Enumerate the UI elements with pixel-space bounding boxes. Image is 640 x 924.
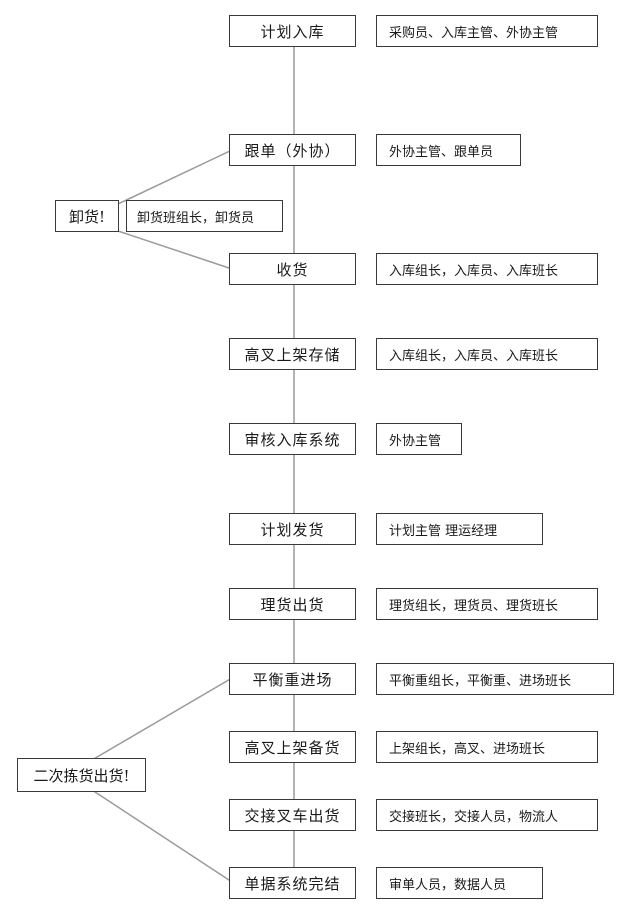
step-high-forklift-storage: 高叉上架存储 [229, 338, 356, 370]
step-receive-goods: 收货 [229, 253, 356, 285]
roles-audit-inbound-system: 外协主管 [376, 423, 462, 455]
branch-line-pick-to-documents [91, 789, 233, 883]
step-follow-order: 跟单（外协） [229, 134, 356, 166]
step-tally-shipment: 理货出货 [229, 588, 356, 620]
roles-plan-inbound: 采购员、入库主管、外协主管 [376, 15, 598, 47]
step-plan-shipment: 计划发货 [229, 513, 356, 545]
step-documents-system-complete: 单据系统完结 [229, 867, 356, 899]
step-counterbalance-entry: 平衡重进场 [229, 663, 356, 695]
branch-line-unload-to-receive [117, 230, 233, 270]
roles-documents-system-complete: 审单人员，数据人员 [376, 867, 543, 899]
step-high-forklift-stocking: 高叉上架备货 [229, 731, 356, 763]
roles-plan-shipment: 计划主管 理运经理 [376, 513, 543, 545]
roles-tally-shipment: 理货组长，理货员、理货班长 [376, 588, 598, 620]
branch-unloading: 卸货! [55, 200, 119, 232]
roles-high-forklift-storage: 入库组长，入库员、入库班长 [376, 338, 598, 370]
step-audit-inbound-system: 审核入库系统 [229, 423, 356, 455]
branch-line-unload-to-follow [117, 149, 233, 205]
branch-second-picking: 二次拣货出货! [17, 758, 146, 792]
step-handover-forklift-shipment: 交接叉车出货 [229, 799, 356, 831]
step-plan-inbound: 计划入库 [229, 15, 356, 47]
branch-line-pick-to-balance [91, 677, 233, 761]
roles-handover-forklift-shipment: 交接班长，交接人员，物流人 [376, 799, 598, 831]
roles-follow-order: 外协主管、跟单员 [376, 134, 521, 166]
roles-unloading: 卸货班组长，卸货员 [126, 200, 283, 232]
roles-receive-goods: 入库组长，入库员、入库班长 [376, 253, 598, 285]
roles-high-forklift-stocking: 上架组长，高叉、进场班长 [376, 731, 598, 763]
roles-counterbalance-entry: 平衡重组长，平衡重、进场班长 [376, 663, 614, 695]
